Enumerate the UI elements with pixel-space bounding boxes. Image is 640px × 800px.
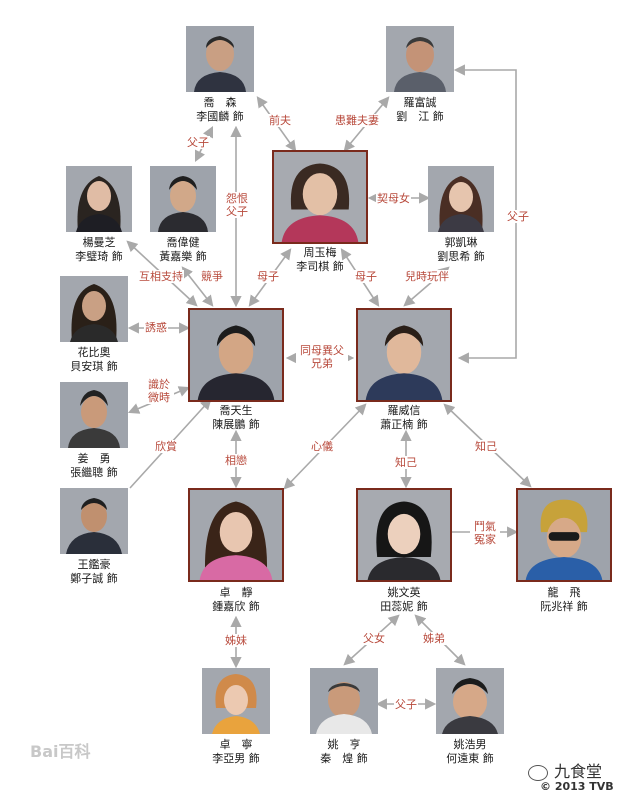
name-qiao-sen: 喬 森李國麟 飾 bbox=[196, 96, 244, 123]
portrait-wang-jiahao bbox=[60, 488, 128, 554]
rel-xinshang: 欣賞 bbox=[154, 440, 178, 453]
portrait-qiao-tiansheng bbox=[188, 308, 284, 402]
rel-muzi-right: 母子 bbox=[354, 270, 378, 283]
portrait-yao-wenying bbox=[356, 488, 452, 582]
portrait-zhuo-ning bbox=[202, 668, 270, 734]
link-jingzheng bbox=[181, 266, 214, 307]
portrait-zhou-yumei bbox=[272, 150, 368, 244]
rel-zhiji-mid: 知己 bbox=[394, 456, 418, 469]
name-yao-wenying: 姚文英田蕊妮 飾 bbox=[380, 586, 428, 613]
rel-huxiang: 互相支持 bbox=[138, 270, 184, 283]
name-jiang-yong: 姜 勇張繼聰 飾 bbox=[70, 452, 118, 479]
rel-fuzi-right: 父子 bbox=[506, 210, 530, 223]
name-zhuo-ning: 卓 寧李亞男 飾 bbox=[212, 738, 260, 765]
portrait-qiao-sen bbox=[186, 26, 254, 92]
portrait-zhuo-jing bbox=[188, 488, 284, 582]
portrait-guo-kailin bbox=[428, 166, 494, 232]
portrait-luo-fucheng bbox=[386, 26, 454, 92]
name-wang-jiahao: 王鑑豪鄭子誠 飾 bbox=[70, 558, 118, 585]
name-yang-manzhi: 楊曼芝李璧琦 飾 bbox=[75, 236, 123, 263]
rel-qimu: 契母女 bbox=[376, 192, 411, 205]
name-long-fei: 龍 飛阮兆祥 飾 bbox=[540, 586, 588, 613]
name-zhou-yumei: 周玉梅李司棋 飾 bbox=[296, 246, 344, 273]
rel-douqi: 鬥氣冤家 bbox=[470, 520, 500, 546]
rel-xiangian: 相戀 bbox=[224, 454, 248, 467]
rel-xinyi: 心儀 bbox=[310, 440, 334, 453]
rel-ershi: 兒時玩伴 bbox=[404, 270, 450, 283]
rel-qianfu: 前夫 bbox=[268, 114, 292, 127]
rel-muzi-left: 母子 bbox=[256, 270, 280, 283]
rel-jiedi: 姊弟 bbox=[422, 632, 446, 645]
name-luo-weixin: 羅威信蕭正楠 飾 bbox=[380, 404, 428, 431]
name-qiao-weijian: 喬偉健黃嘉樂 飾 bbox=[159, 236, 207, 263]
portrait-yang-manzhi bbox=[66, 166, 132, 232]
name-huabiao: 花比奧貝安琪 飾 bbox=[70, 346, 118, 373]
rel-jiemei: 姊妹 bbox=[224, 634, 248, 647]
portrait-qiao-weijian bbox=[150, 166, 216, 232]
name-yao-haonan: 姚浩男何遠東 飾 bbox=[446, 738, 494, 765]
portrait-jiang-yong bbox=[60, 382, 128, 448]
name-qiao-tiansheng: 喬天生陳展鵬 飾 bbox=[212, 404, 260, 431]
rel-huannan: 患難夫妻 bbox=[334, 114, 380, 127]
rel-fuzi-sen-weijian: 父子 bbox=[186, 136, 210, 149]
name-luo-fucheng: 羅富誠劉 江 飾 bbox=[396, 96, 444, 123]
rel-youhuo: 誘惑 bbox=[144, 321, 168, 334]
watermark-site: 九食堂 bbox=[528, 758, 602, 782]
portrait-yao-heng bbox=[310, 668, 378, 734]
portrait-huabiao bbox=[60, 276, 128, 342]
rel-funu: 父女 bbox=[362, 632, 386, 645]
wechat-icon bbox=[528, 764, 548, 781]
rel-jingzheng: 競爭 bbox=[200, 270, 224, 283]
name-zhuo-jing: 卓 靜鍾嘉欣 飾 bbox=[212, 586, 260, 613]
rel-yuanhen: 怨恨父子 bbox=[222, 192, 252, 218]
portrait-yao-haonan bbox=[436, 668, 504, 734]
name-yao-heng: 姚 亨秦 煌 飾 bbox=[320, 738, 368, 765]
watermark-baidu: Bai百科 bbox=[30, 742, 91, 761]
name-guo-kailin: 郭凱琳劉思希 飾 bbox=[437, 236, 485, 263]
rel-tongmu: 同母異父兄弟 bbox=[296, 344, 348, 370]
rel-renyu: 識於微時 bbox=[144, 378, 174, 404]
watermark-copyright: © 2013 TVB bbox=[540, 780, 614, 793]
portrait-long-fei bbox=[516, 488, 612, 582]
portrait-luo-weixin bbox=[356, 308, 452, 402]
rel-fuzi-bottom: 父子 bbox=[394, 698, 418, 711]
rel-zhiji-right: 知己 bbox=[474, 440, 498, 453]
